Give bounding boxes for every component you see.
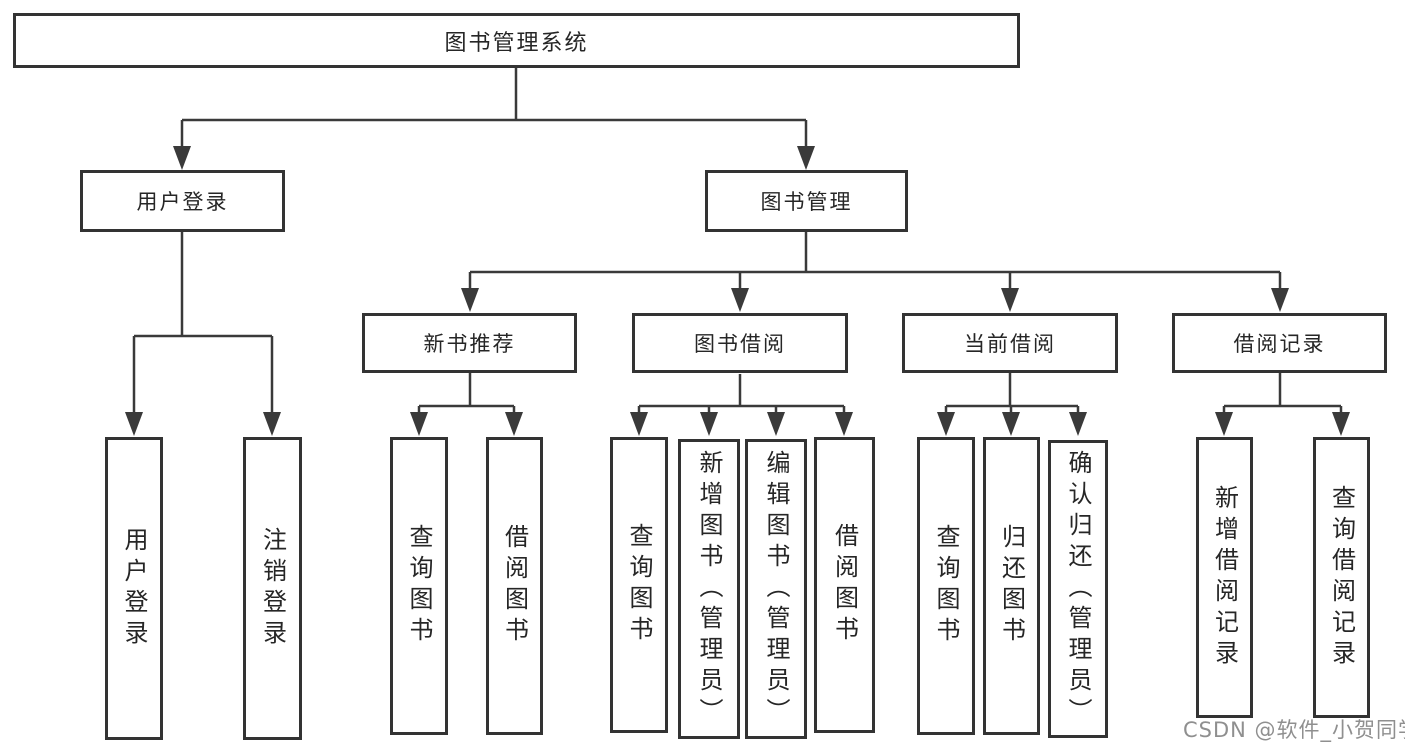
- arrowhead-icon: [505, 412, 523, 436]
- node-return-book: 归还图书: [983, 437, 1040, 735]
- arrowhead-icon: [1069, 412, 1087, 436]
- node-library-management-system: 图书管理系统: [13, 13, 1020, 68]
- arrowhead-icon: [1271, 288, 1289, 312]
- node-borrow-borrow-book: 借阅图书: [814, 437, 875, 733]
- arrowhead-icon: [630, 412, 648, 436]
- node-current-query-book: 查询图书: [917, 437, 975, 735]
- arrowhead-icon: [461, 288, 479, 312]
- connector-user-login-children: [125, 230, 281, 436]
- node-borrow-query-book: 查询图书: [610, 437, 668, 733]
- node-new-book-recommend: 新书推荐: [362, 313, 577, 373]
- arrowhead-icon: [1215, 412, 1233, 436]
- connector-current-borrow-children: [937, 372, 1087, 436]
- node-borrow-records: 借阅记录: [1172, 313, 1387, 373]
- csdn-watermark: CSDN @软件_小贺同学: [1183, 718, 1405, 742]
- arrowhead-icon: [731, 288, 749, 312]
- arrowhead-icon: [937, 412, 955, 436]
- node-query-borrow-record: 查询借阅记录: [1313, 437, 1370, 718]
- node-logout: 注销登录: [243, 437, 302, 740]
- arrowhead-icon: [410, 412, 428, 436]
- connector-new-book-recommend-children: [410, 372, 523, 436]
- connector-root-to-level2: [173, 66, 815, 170]
- node-book-management: 图书管理: [705, 170, 908, 232]
- node-recommend-borrow-book: 借阅图书: [486, 437, 543, 735]
- node-current-borrow: 当前借阅: [902, 313, 1118, 373]
- arrowhead-icon: [125, 412, 143, 436]
- arrowhead-icon: [1332, 412, 1350, 436]
- connector-book-management-children: [461, 231, 1289, 312]
- arrowhead-icon: [1001, 288, 1019, 312]
- node-user-login-action: 用户登录: [105, 437, 163, 740]
- arrowhead-icon: [173, 146, 191, 170]
- arrowhead-icon: [1002, 412, 1020, 436]
- connector-book-borrow-children: [630, 374, 853, 436]
- connector-borrow-records-children: [1215, 372, 1350, 436]
- node-confirm-return-admin: 确认归还（管理员）: [1048, 440, 1108, 738]
- node-edit-book-admin: 编辑图书（管理员）: [745, 439, 807, 739]
- arrowhead-icon: [767, 412, 785, 436]
- node-book-borrow: 图书借阅: [632, 313, 848, 373]
- arrowhead-icon: [263, 412, 281, 436]
- arrowhead-icon: [835, 412, 853, 436]
- arrowhead-icon: [700, 412, 718, 436]
- node-add-borrow-record: 新增借阅记录: [1196, 437, 1253, 718]
- node-recommend-query-book: 查询图书: [390, 437, 448, 735]
- node-user-login: 用户登录: [80, 170, 285, 232]
- node-add-book-admin: 新增图书（管理员）: [678, 439, 740, 739]
- arrowhead-icon: [797, 146, 815, 170]
